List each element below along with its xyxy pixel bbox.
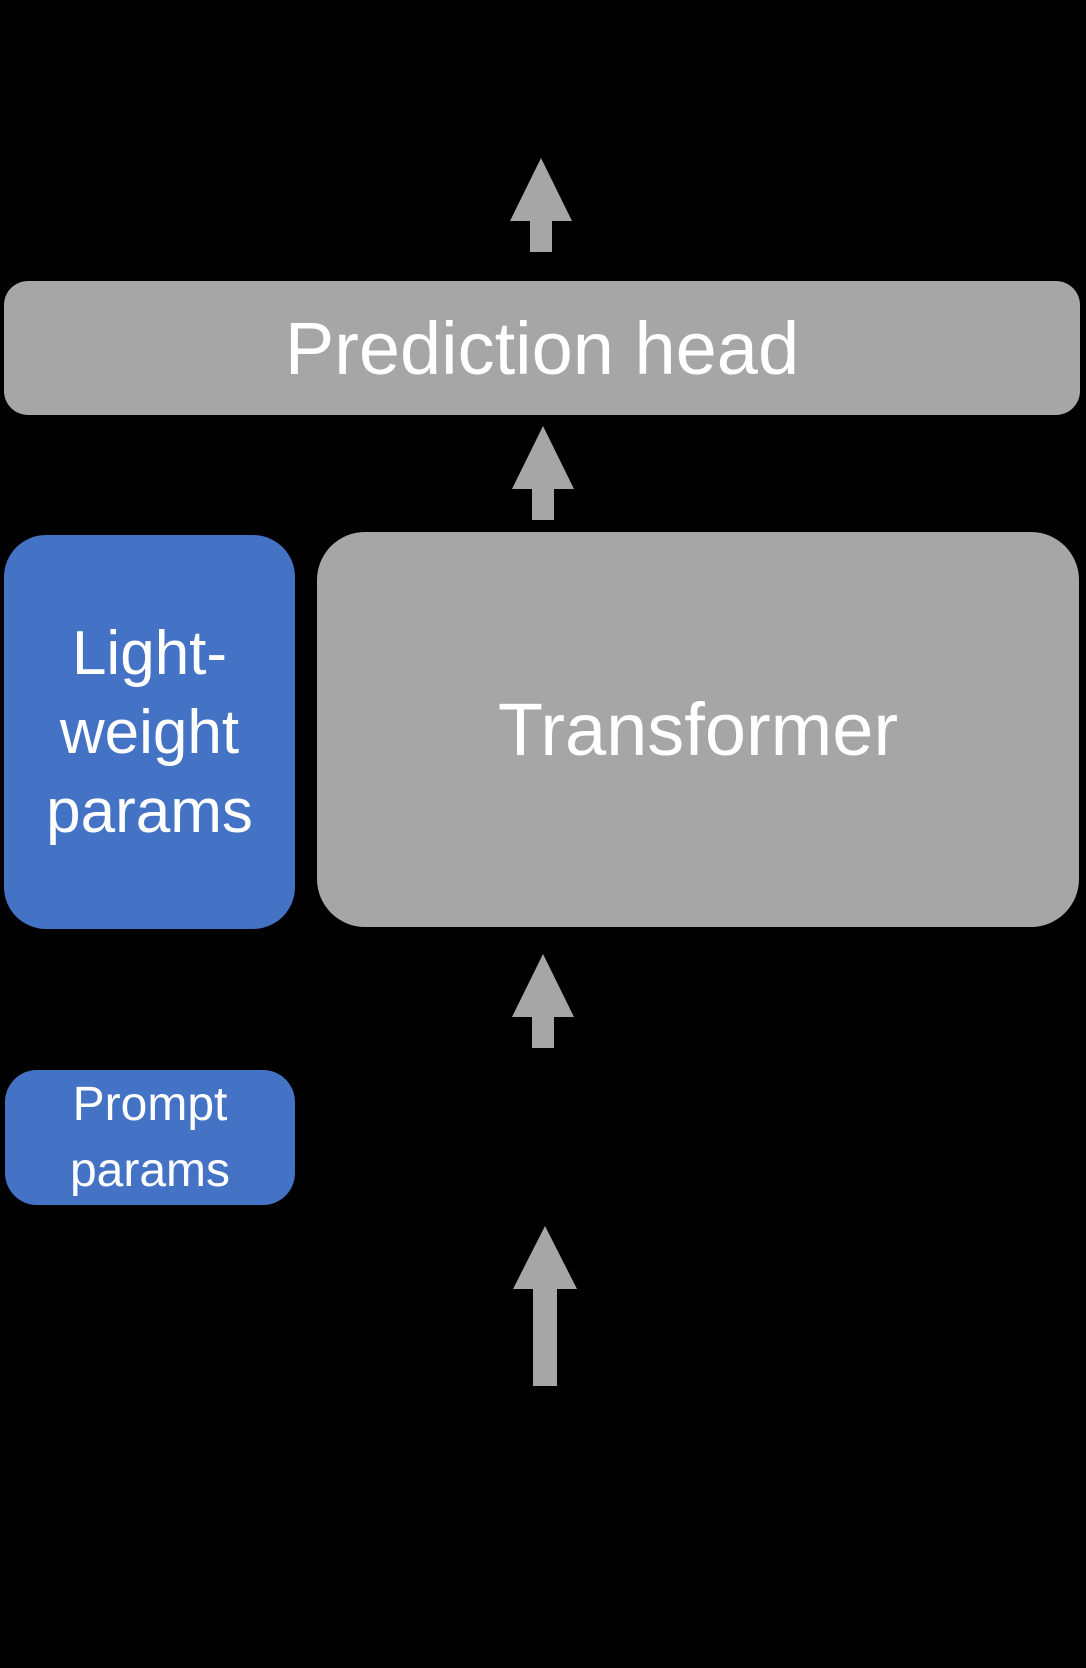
transformer-box: Transformer — [317, 532, 1079, 927]
model-input-arrow-up-icon — [513, 1226, 577, 1386]
transformer-label: Transformer — [497, 688, 899, 771]
transformer-to-head-arrow-up-icon — [512, 426, 574, 520]
prompt-params-box: Prompt params — [5, 1070, 295, 1205]
prediction-head-label: Prediction head — [284, 306, 800, 390]
output-arrow-up-icon — [510, 158, 572, 252]
lightweight-params-box: Light- weight params — [4, 535, 295, 929]
lightweight-params-label: Light- weight params — [46, 618, 253, 846]
input-to-transformer-arrow-up-icon — [512, 954, 574, 1048]
prediction-head-box: Prediction head — [4, 281, 1080, 415]
prompt-params-label: Prompt params — [69, 1077, 231, 1197]
